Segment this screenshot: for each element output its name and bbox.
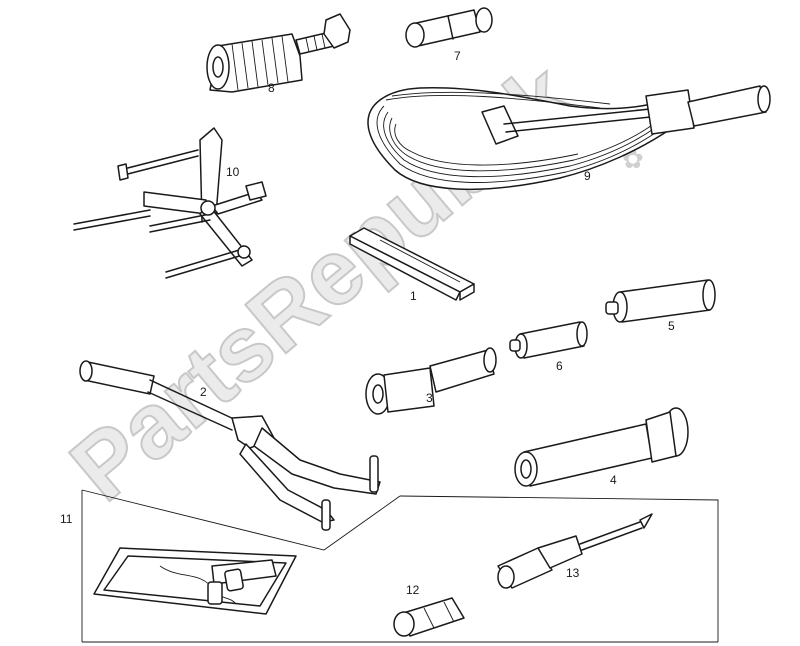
part-4-tube <box>514 407 689 487</box>
callout-1: 1 <box>410 289 417 303</box>
part-6-cylinder <box>509 321 588 359</box>
part-12-hex-socket <box>393 597 465 637</box>
callout-labels: 1 2 3 4 5 6 7 8 9 10 11 12 13 <box>60 49 675 597</box>
kit-outline-11 <box>81 489 719 643</box>
part-3-drift <box>365 347 497 415</box>
callout-11: 11 <box>60 512 73 526</box>
callout-7: 7 <box>454 49 461 63</box>
part-2-pin-spanner <box>79 360 381 531</box>
callout-8: 8 <box>268 81 275 95</box>
callout-9: 9 <box>584 169 591 183</box>
callout-4: 4 <box>610 473 617 487</box>
part-5-cylinder <box>605 279 716 323</box>
part-8-puller <box>206 13 351 93</box>
callout-10: 10 <box>226 165 240 179</box>
callout-6: 6 <box>556 359 563 373</box>
part-1-slotted-gauge <box>349 227 475 301</box>
part-13-screwdriver <box>497 513 653 589</box>
callout-5: 5 <box>668 319 675 333</box>
part-7-sleeve <box>405 7 493 48</box>
part-11-tool-pouch <box>93 547 297 615</box>
callout-3: 3 <box>426 391 433 405</box>
callout-2: 2 <box>200 385 207 399</box>
callout-12: 12 <box>406 583 420 597</box>
callout-13: 13 <box>566 566 580 580</box>
part-10-multi-arm-puller <box>73 127 267 279</box>
part-9-band-clamp <box>367 85 771 191</box>
